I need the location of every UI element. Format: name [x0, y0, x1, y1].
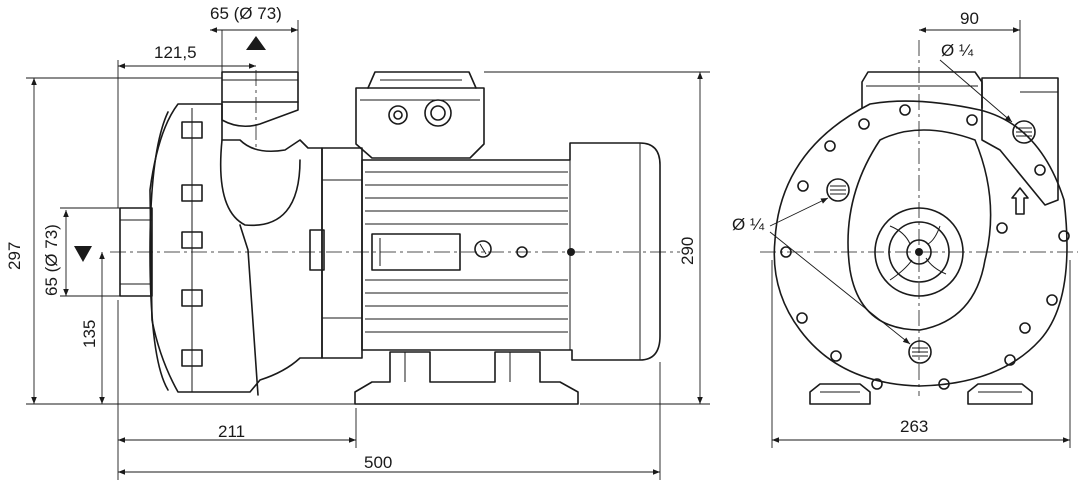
total-length-label: 500 [364, 453, 392, 472]
drain-plug-side-label: Ø ¼ [732, 215, 765, 234]
base-width-label: 263 [900, 417, 928, 436]
front-view: Ø ¼ Ø ¼ 90 263 [732, 9, 1078, 448]
suction-dim-label: 65 (Ø 73) [42, 224, 61, 296]
discharge-offset-label: 121,5 [154, 43, 197, 62]
discharge-flow-arrow [246, 36, 266, 50]
side-view: 65 (Ø 73) 121,5 65 (Ø 73) 135 297 290 21… [5, 4, 710, 480]
terminal-box [355, 71, 485, 159]
housing-bolts [780, 104, 1070, 390]
drain-plug-top-label: Ø ¼ [941, 41, 974, 60]
pump-length-label: 211 [218, 422, 245, 441]
motor-adapter [309, 147, 363, 359]
discharge-dim-label: 65 (Ø 73) [210, 4, 282, 23]
front-housing [773, 100, 1068, 387]
total-height-label: 297 [5, 242, 24, 270]
drain-plugs [826, 120, 1036, 364]
pump-housing [119, 103, 323, 396]
rotation-arrow-icon [1011, 187, 1029, 215]
front-offset-label: 90 [960, 9, 979, 28]
front-discharge-nozzle [981, 77, 1059, 206]
motor-body [361, 142, 661, 361]
axis-height-label: 135 [80, 320, 99, 348]
motor-base [354, 351, 579, 405]
height-right-label: 290 [678, 237, 697, 265]
front-feet [809, 383, 1033, 405]
discharge-nozzle [221, 71, 299, 128]
suction-flow-arrow [74, 246, 92, 262]
